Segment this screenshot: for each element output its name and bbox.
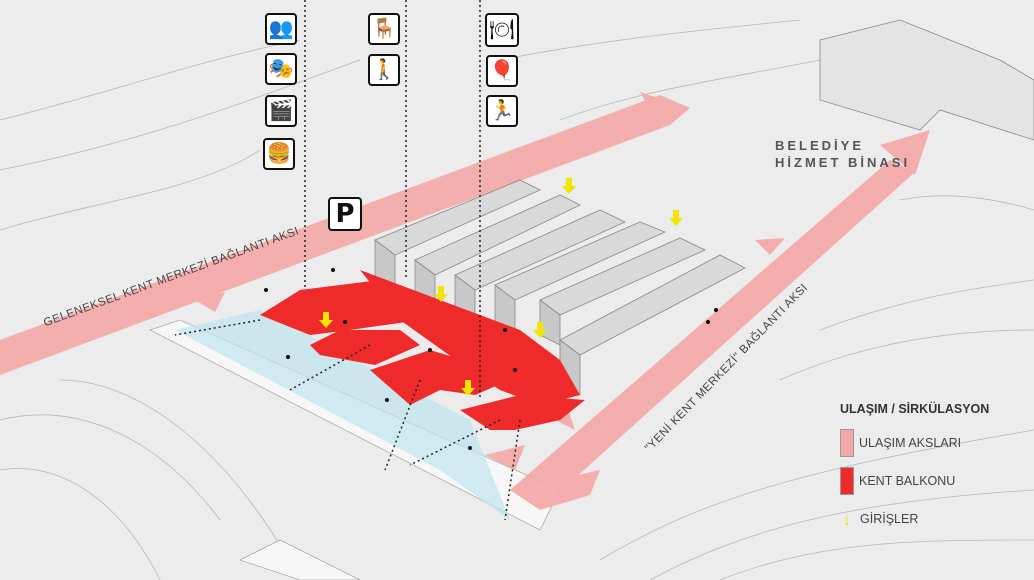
- legend: ULAŞIM / SİRKÜLASYON ULAŞIM AKSLARI KENT…: [840, 402, 989, 542]
- city-balcony-swatch: [840, 467, 854, 495]
- city-balcony: [260, 270, 585, 430]
- transport-axes-swatch: [840, 429, 854, 457]
- parking-icon: P: [328, 197, 362, 231]
- people-figures: [264, 268, 718, 450]
- theater-masks-icon: 🎭: [265, 53, 297, 85]
- child-balloon-icon: 🎈: [486, 55, 518, 87]
- waiting-icon: 🪑: [368, 13, 400, 45]
- plaza-water: [175, 310, 510, 520]
- entrance-arrow-icon: ↓: [842, 508, 852, 529]
- legend-title: ULAŞIM / SİRKÜLASYON: [840, 402, 990, 416]
- contour-lines: [0, 19, 1034, 580]
- legend-label: KENT BALKONU: [859, 474, 956, 488]
- fast-food-icon: 🍔: [263, 138, 295, 170]
- legend-label: ULAŞIM AKSLARI: [859, 436, 962, 450]
- treadmill-icon: 🏃: [486, 95, 518, 127]
- entrance-arrows: [319, 178, 683, 396]
- section-dotted-lines: [174, 0, 521, 521]
- meeting-icon: 👥: [265, 13, 297, 45]
- municipal-building-label: BELEDİYE HİZMET BİNASI: [775, 137, 910, 171]
- buildings: [374, 19, 1034, 396]
- legend-item-entrances: ↓ GİRİŞLER: [840, 504, 989, 534]
- restaurant-icon: 🍽: [485, 13, 519, 47]
- municipal-building-label-line2: HİZMET BİNASI: [775, 155, 911, 170]
- transport-axes: [0, 92, 930, 510]
- pedestrian-icon: 🚶: [368, 54, 400, 86]
- municipal-building-label-line1: BELEDİYE: [775, 138, 865, 153]
- legend-label: GİRİŞLER: [860, 512, 919, 526]
- legend-item-city-balcony: KENT BALKONU: [840, 466, 989, 496]
- cinema-icon: 🎬: [265, 95, 297, 127]
- legend-item-transport-axes: ULAŞIM AKSLARI: [840, 428, 989, 458]
